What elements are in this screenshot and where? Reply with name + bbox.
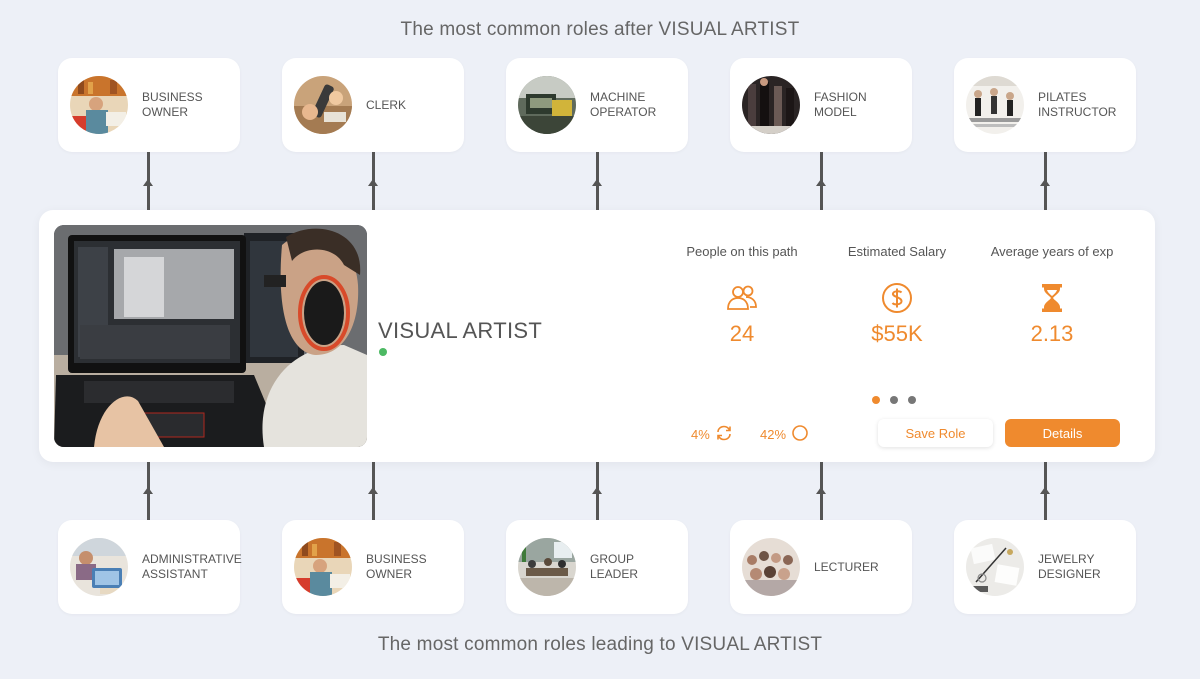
pilates-instructor-photo xyxy=(966,76,1024,134)
business-owner-photo xyxy=(294,538,352,596)
refresh-icon xyxy=(715,424,733,445)
stat-experience: Average years of exp 2.13 xyxy=(972,244,1132,347)
arrow-up-icon xyxy=(816,487,826,494)
stat-value: 2.13 xyxy=(1030,321,1074,346)
role-label: LECTURER xyxy=(814,559,879,574)
role-card-lecturer[interactable]: LECTURER xyxy=(730,520,912,614)
arrow-up-icon xyxy=(816,179,826,186)
save-role-button[interactable]: Save Role xyxy=(878,419,993,447)
after-roles-heading: The most common roles after VISUAL ARTIS… xyxy=(400,19,800,40)
arrow-up-icon xyxy=(1040,487,1050,494)
stat-value: $55K xyxy=(871,321,923,346)
group-leader-photo xyxy=(518,538,576,596)
circle-icon xyxy=(791,424,809,445)
people-icon xyxy=(725,281,759,315)
arrow-up-icon xyxy=(143,487,153,494)
arrow-up-icon xyxy=(368,487,378,494)
mini-stat-change: 4% xyxy=(691,424,733,445)
status-indicator xyxy=(379,348,387,356)
arrow-up-icon xyxy=(143,179,153,186)
stat-people: People on this path 24 xyxy=(662,244,822,347)
arrow-up-icon xyxy=(368,179,378,186)
machine-operator-photo xyxy=(518,76,576,134)
role-label: CLERK xyxy=(366,97,407,112)
visual-artist-photo xyxy=(54,225,367,447)
business-owner-photo xyxy=(70,76,128,134)
mini-stat-value: 4% xyxy=(691,427,710,442)
stat-label: Average years of exp xyxy=(990,244,1114,259)
stat-value: 24 xyxy=(729,321,755,346)
carousel-dot[interactable] xyxy=(890,396,898,404)
carousel-dot[interactable] xyxy=(872,396,880,404)
fashion-model-photo xyxy=(742,76,800,134)
lecturer-photo xyxy=(742,538,800,596)
mini-stat-share: 42% xyxy=(760,424,809,445)
stat-salary: Estimated Salary $55K xyxy=(817,244,977,347)
jewelry-designer-photo xyxy=(966,538,1024,596)
hourglass-icon xyxy=(1035,281,1069,315)
stat-label: People on this path xyxy=(686,244,798,259)
arrow-up-icon xyxy=(1040,179,1050,186)
details-button[interactable]: Details xyxy=(1005,419,1120,447)
carousel-dot[interactable] xyxy=(908,396,916,404)
stat-label: Estimated Salary xyxy=(847,244,947,259)
clerk-photo xyxy=(294,76,352,134)
dollar-icon xyxy=(880,281,914,315)
current-role-card: VISUAL ARTIST People on this path 24 Est… xyxy=(39,210,1155,462)
arrow-up-icon xyxy=(592,487,602,494)
arrow-up-icon xyxy=(592,179,602,186)
current-role-title: VISUAL ARTIST xyxy=(378,318,543,343)
role-card-clerk[interactable]: CLERK xyxy=(282,58,464,152)
leading-roles-heading: The most common roles leading to VISUAL … xyxy=(377,634,823,655)
mini-stat-value: 42% xyxy=(760,427,787,442)
carousel-pagination xyxy=(872,391,926,409)
administrative-assistant-photo xyxy=(70,538,128,596)
